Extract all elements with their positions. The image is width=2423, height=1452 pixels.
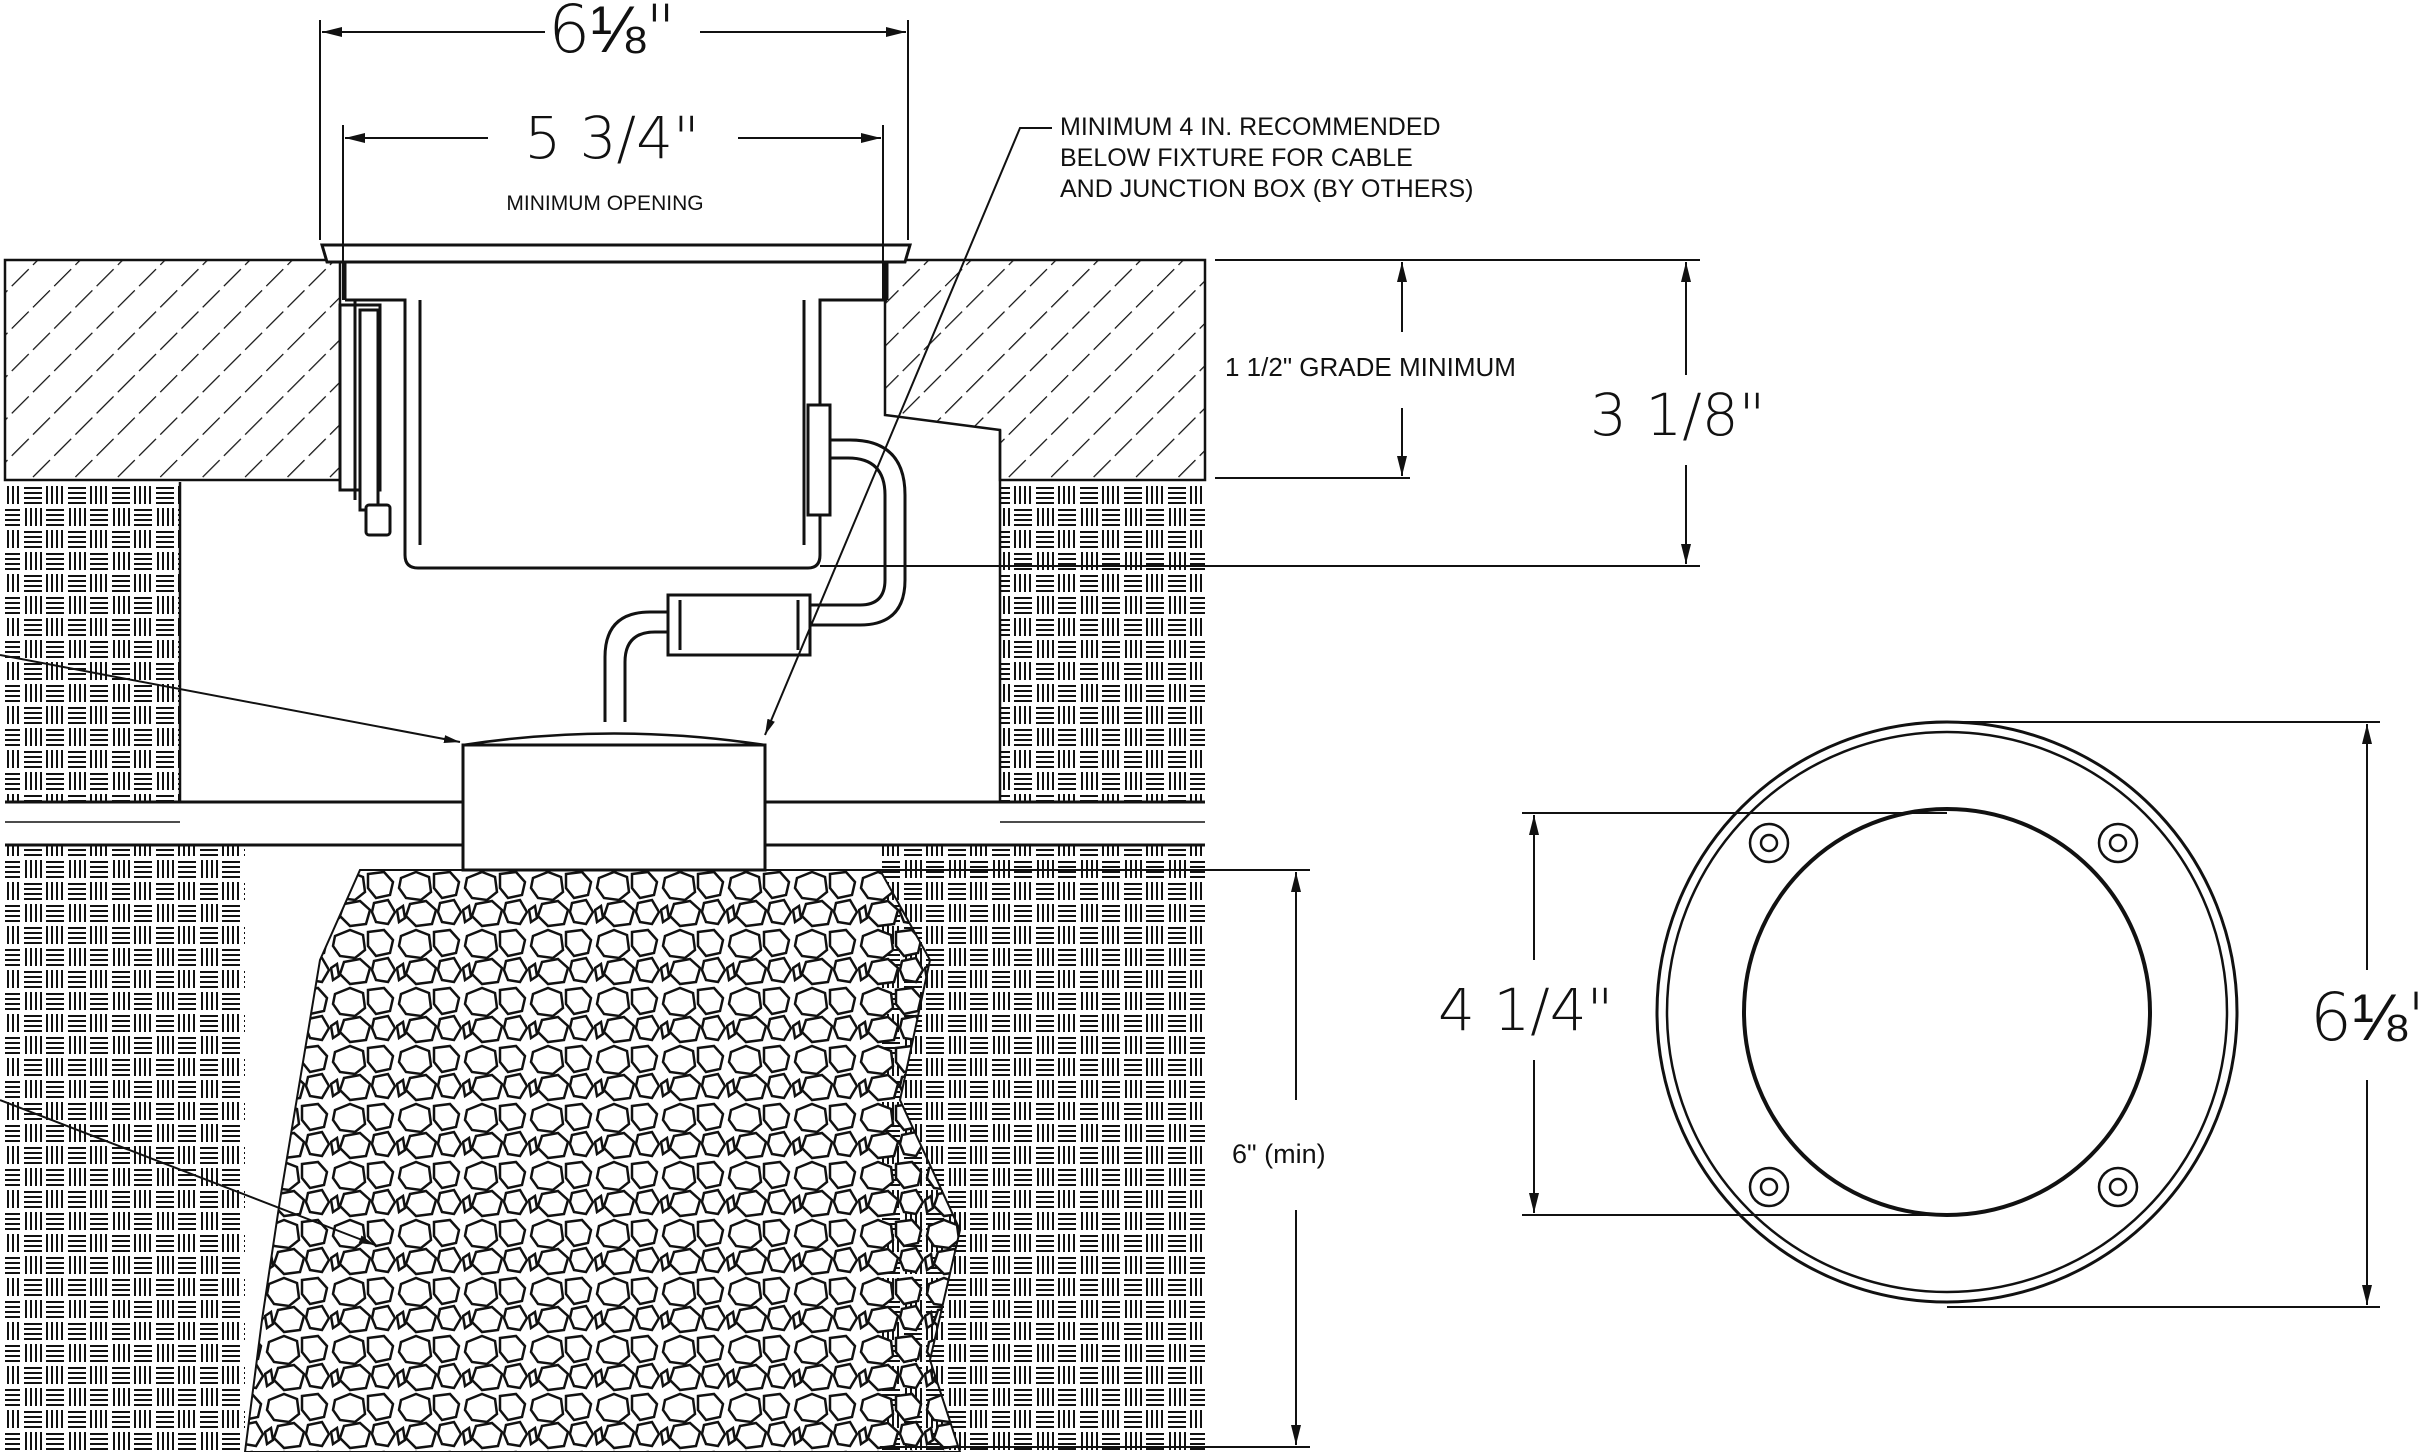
dim-outer-diameter bbox=[1947, 721, 2380, 1308]
note-line-2: BELOW FIXTURE FOR CABLE bbox=[1060, 144, 1413, 172]
grade-hatch bbox=[3, 258, 1207, 482]
mounting-screws bbox=[1748, 822, 2139, 1208]
dim-min-opening bbox=[342, 125, 884, 300]
inner-diameter-label: 4 1/4" bbox=[1438, 976, 1613, 1044]
overall-width-label: 6⅛" bbox=[548, 0, 675, 68]
junction-box bbox=[461, 732, 767, 872]
dim-overall-width bbox=[319, 20, 909, 240]
grade-min-label: 1 1/2" GRADE MINIMUM bbox=[1225, 352, 1516, 382]
cable bbox=[603, 438, 907, 722]
top-view: 4 1/4" 6⅛" bbox=[1438, 720, 2423, 1308]
min-opening-dim-label: 5 3/4" bbox=[524, 104, 699, 172]
gravel-depth-label: 6" (min) bbox=[1232, 1139, 1326, 1169]
note-leader bbox=[764, 127, 1052, 736]
dim-grade bbox=[1215, 259, 1700, 479]
depth-label: 3 1/8" bbox=[1590, 381, 1765, 449]
fixture bbox=[319, 243, 913, 570]
note-line-3: AND JUNCTION BOX (BY OTHERS) bbox=[1060, 175, 1473, 203]
outer-diameter-label: 6⅛" bbox=[2310, 979, 2423, 1056]
section-view: 6⅛" 5 3/4" MINIMUM OPENING MINIMUM 4 IN.… bbox=[0, 0, 1765, 1452]
dim-depth bbox=[820, 262, 1700, 567]
note-line-1: MINIMUM 4 IN. RECOMMENDED bbox=[1060, 113, 1441, 141]
leader-lines bbox=[0, 654, 461, 1246]
min-opening-label: MINIMUM OPENING bbox=[506, 192, 703, 215]
gravel-bed bbox=[243, 869, 962, 1452]
dim-gravel-depth bbox=[770, 869, 1310, 1448]
dim-inner-diameter bbox=[1522, 812, 1947, 1216]
